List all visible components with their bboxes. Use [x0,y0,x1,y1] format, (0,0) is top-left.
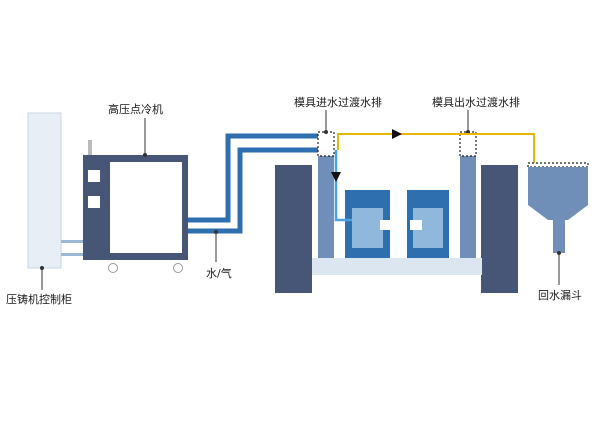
outlet-manifold-head [459,131,477,157]
funnel-leader-dot [557,251,561,255]
inlet-manifold-label: 模具进水过渡水排 [294,95,382,109]
chiller-display-bottom [88,196,100,208]
return-funnel-spout [553,220,565,253]
inlet-manifold-column [318,132,334,258]
chiller-display-top [88,170,100,182]
chiller-label: 高压点冷机 [108,102,163,116]
mold-left-insert [380,220,394,230]
return-funnel-label: 回水漏斗 [538,289,582,302]
left-platen [275,165,312,293]
feed-arrow-down [331,172,341,182]
die-casting-control-cabinet [27,112,62,269]
chiller-window [110,162,182,253]
control-cabinet-label: 压铸机控制柜 [6,292,72,306]
inlet-manifold-head [317,131,335,157]
chiller-antenna [88,140,92,155]
water-gas-leader-dot [214,230,218,234]
machine-base-rail [312,258,482,275]
mold-left-cavity [352,208,383,248]
outlet-manifold-label: 模具出水过渡水排 [432,95,520,109]
supply-pipe-outer [188,133,318,223]
supply-pipe-inner [188,147,318,234]
chiller-wheel-left [108,263,118,273]
outlet-manifold-column [460,132,476,258]
right-platen [481,165,518,293]
cabinet-leader-dot [40,266,44,270]
return-funnel-rim [527,162,589,168]
return-funnel-body [528,167,588,220]
cabinet-connector-pipe-bottom [61,253,83,256]
water-gas-label: 水/气 [206,266,232,280]
chiller-wheel-right [173,263,183,273]
chiller-leader-dot [143,153,147,157]
cabinet-connector-pipe-top [61,240,83,243]
return-arrow-right [392,129,402,139]
inlet-manifold-leader-dot [324,130,328,134]
return-line [337,133,535,166]
mold-right-insert [410,220,422,230]
